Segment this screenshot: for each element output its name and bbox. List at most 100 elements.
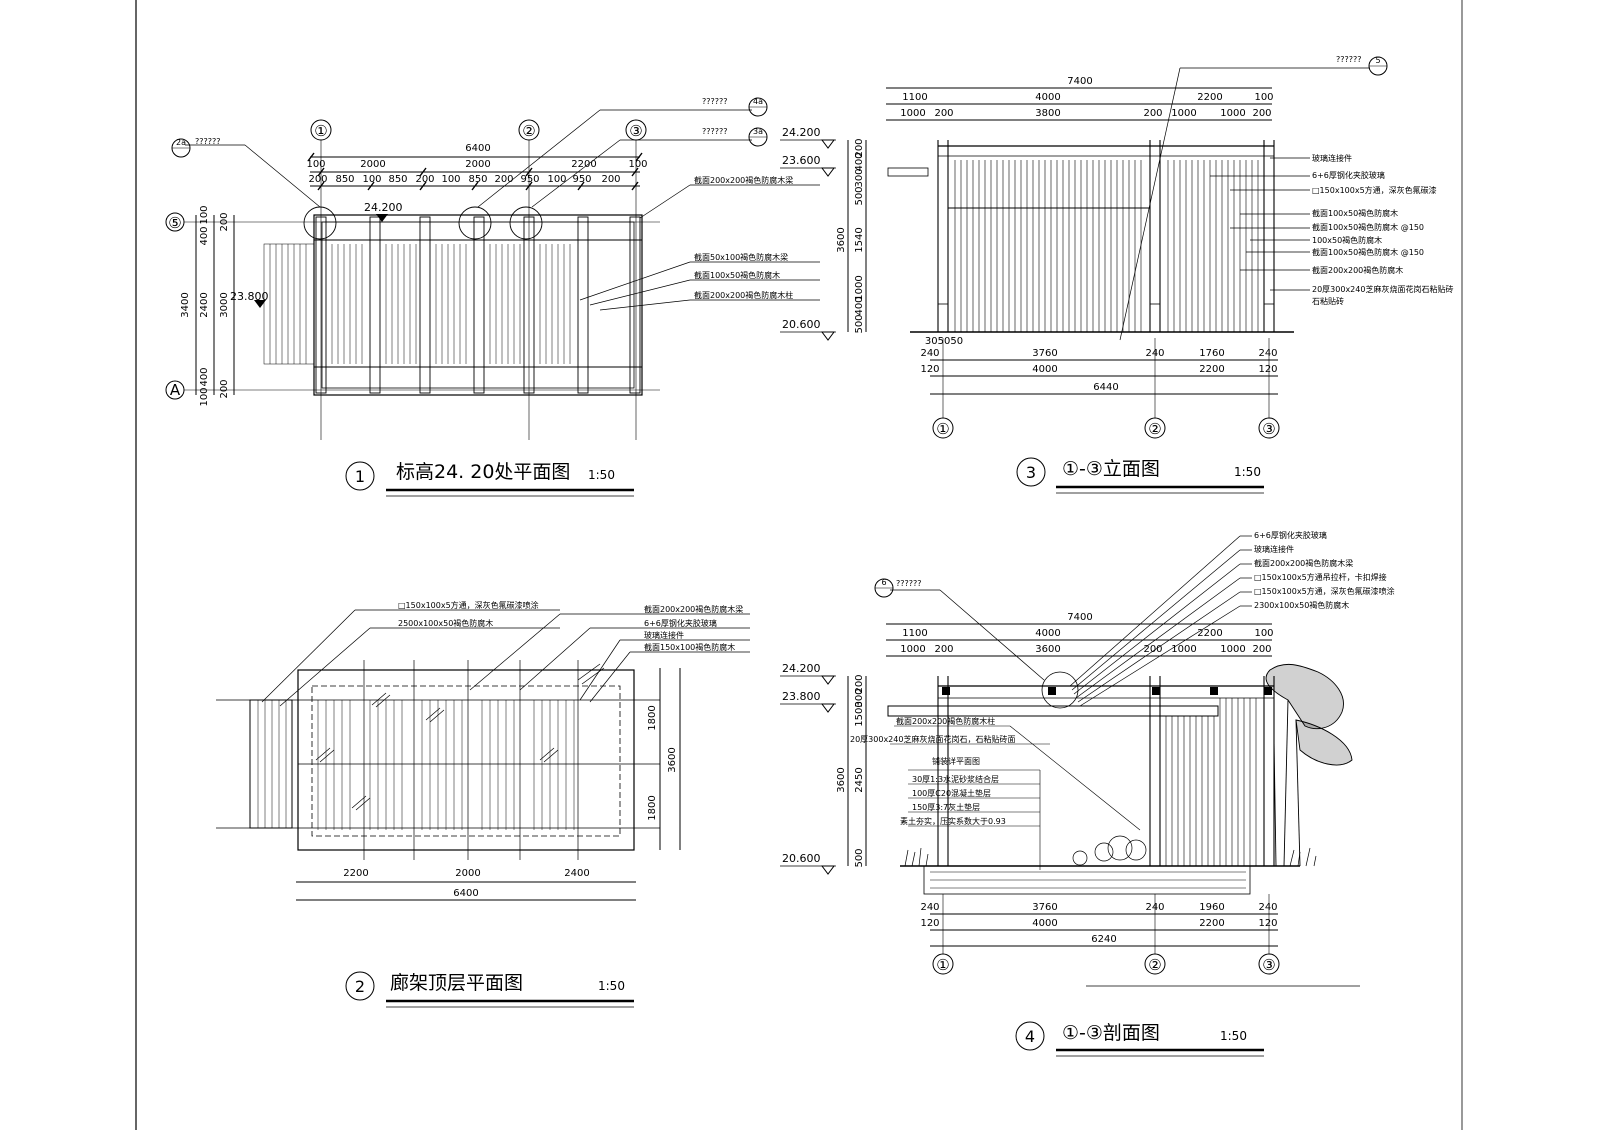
dim-text: 100 — [199, 205, 210, 224]
view-1-plan: ① ② ③ ⑤ A 6400 100 2000 2000 2200 100 20… — [165, 97, 820, 497]
dim-text: 4000 — [1035, 92, 1060, 103]
annotation: 100x50褐色防腐木 — [1312, 235, 1382, 245]
dim-text: 305050 — [925, 336, 963, 347]
dim-text: 1760 — [1199, 348, 1224, 359]
detail-ref: ?????? — [1336, 55, 1361, 64]
annotation: □150x100x5方通，深灰色氟碳漆喷涂 — [398, 600, 539, 610]
dim-text: 2000 — [465, 159, 490, 170]
dim-text: 1000 — [854, 275, 865, 300]
annotation: 150厚3:7灰土垫层 — [912, 802, 980, 812]
dim-text: 1540 — [854, 227, 865, 252]
dim-text: 100 — [199, 387, 210, 406]
dim-text: 120 — [1258, 364, 1277, 375]
view-number: 1 — [355, 467, 365, 486]
annotation: 截面200x200褐色防腐木 — [1312, 265, 1403, 275]
annotation: 铺装详平面图 — [932, 756, 980, 766]
dim-text: 2200 — [571, 159, 596, 170]
dim-text: 4000 — [1035, 628, 1060, 639]
elevation-slats — [954, 160, 1259, 332]
dim-text: 1000 — [1171, 108, 1196, 119]
dim-text: 400 — [199, 226, 210, 245]
dim-text: 1000 — [900, 644, 925, 655]
dim-text: 2200 — [343, 868, 368, 879]
dim-text: 2400 — [564, 868, 589, 879]
dim-text: 200 — [1143, 108, 1162, 119]
level-label: 24.200 — [364, 201, 403, 214]
view-number: 4 — [1025, 1027, 1035, 1046]
annotation: 玻璃连接件 — [1254, 544, 1294, 554]
view-4-section: 7400 1100 4000 2200 100 1000 200 3600 20… — [780, 530, 1395, 1057]
dim-text: 200 — [219, 379, 230, 398]
annotation: 30厚1:3水泥砂浆结合层 — [912, 774, 999, 784]
dim-text: 6440 — [1093, 382, 1118, 393]
dim-text: 200 — [415, 174, 434, 185]
dim-text: 2000 — [360, 159, 385, 170]
annotation: 20厚300x240芝麻灰烧面花岗石粘贴砖 — [1312, 284, 1453, 294]
dim-text: 6240 — [1091, 934, 1116, 945]
view-title: ①-③立面图 — [1062, 458, 1160, 480]
view-scale: 1:50 — [588, 468, 615, 482]
annotation: 截面50x100褐色防腐木梁 — [694, 252, 788, 262]
grid-label: ② — [1148, 956, 1161, 974]
view-number-circle — [1015, 1021, 1045, 1051]
level-label: 23.800 — [230, 290, 269, 303]
annotation: 截面200x200褐色防腐木梁 — [694, 175, 793, 185]
view-title: 廊架顶层平面图 — [390, 972, 523, 994]
annotation: 6+6厚钢化夹胶玻璃 — [1312, 170, 1385, 180]
dim-text: 1000 — [900, 108, 925, 119]
view-3-elevation: 7400 1100 4000 2200 100 1000 200 3800 20… — [780, 55, 1453, 494]
view-title: ①-③剖面图 — [1062, 1022, 1160, 1044]
grid-label: ① — [314, 122, 327, 140]
detail-ref: ?????? — [195, 137, 220, 146]
dim-text: 240 — [920, 902, 939, 913]
dim-text: 2400 — [199, 292, 210, 317]
dim-text: 950 — [572, 174, 591, 185]
annotation: 截面100x50褐色防腐木 — [694, 270, 780, 280]
dim-text: 200 — [1143, 644, 1162, 655]
detail-ref: ?????? — [896, 579, 921, 588]
detail-mark: 4a — [753, 97, 763, 106]
dim-text: 3760 — [1032, 902, 1057, 913]
tree-illustration — [1265, 663, 1353, 867]
level-label: 24.200 — [782, 662, 821, 675]
dim-text: 200 — [494, 174, 513, 185]
dim-text: 240 — [1258, 348, 1277, 359]
annotation: 6+6厚钢化夹胶玻璃 — [644, 618, 717, 628]
dim-text: 200 — [1252, 644, 1271, 655]
grid-label: ⑤ — [168, 214, 181, 232]
section-slats — [1165, 698, 1257, 866]
plan1-slats — [263, 243, 571, 365]
annotation: 2500x100x50褐色防腐木 — [398, 618, 493, 628]
view-number-circle — [1016, 457, 1046, 487]
dim-text: 240 — [1258, 902, 1277, 913]
grid-label: ② — [522, 122, 535, 140]
dim-text: 500 — [854, 314, 865, 333]
dim-text: 400 — [854, 152, 865, 171]
annotation: 玻璃连接件 — [644, 630, 684, 640]
dim-text: 1800 — [647, 705, 658, 730]
dim-text: 100 — [306, 159, 325, 170]
view-number-circle — [345, 461, 375, 491]
detail-mark: 6 — [881, 578, 886, 587]
dim-text: 120 — [920, 918, 939, 929]
view-title: 标高24. 20处平面图 — [396, 461, 570, 483]
view-scale: 1:50 — [1220, 1029, 1247, 1043]
dim-text: 3600 — [667, 747, 678, 772]
dim-text: 3800 — [1035, 108, 1060, 119]
annotation: 石粘贴砖 — [1312, 296, 1344, 306]
annotation: □150x100x5方通，深灰色氟碳漆喷涂 — [1254, 586, 1395, 596]
grid-label: ③ — [1262, 420, 1275, 438]
dim-text: 300 — [854, 688, 865, 707]
dim-text: 1000 — [1171, 644, 1196, 655]
annotation: 截面200x200褐色防腐木柱 — [694, 290, 793, 300]
dim-text: 400 — [854, 296, 865, 315]
view-scale: 1:50 — [598, 979, 625, 993]
dim-text: 200 — [219, 212, 230, 231]
dim-text: 2000 — [455, 868, 480, 879]
dim-text: 2200 — [1199, 918, 1224, 929]
level-label: 20.600 — [782, 318, 821, 331]
dim-text: 120 — [1258, 918, 1277, 929]
dim-text: 100 — [547, 174, 566, 185]
dim-text: 500 — [854, 186, 865, 205]
